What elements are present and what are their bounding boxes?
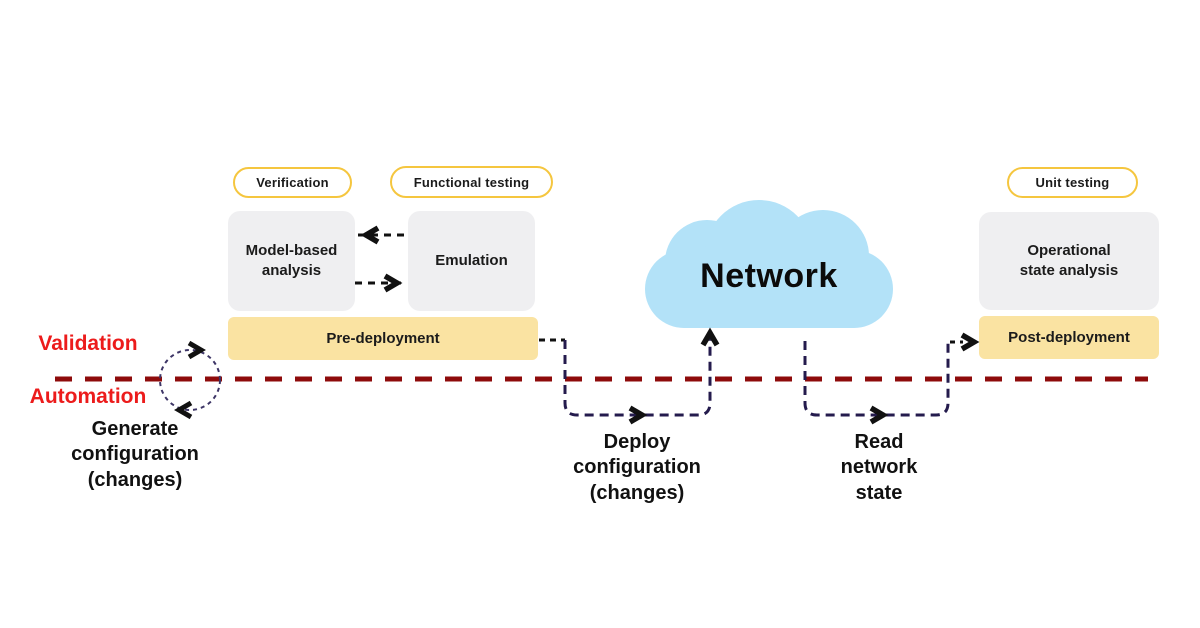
cycle-icon (159, 340, 221, 420)
post-deployment-bar: Post-deployment (979, 316, 1159, 359)
read-flow-arrow (803, 332, 980, 425)
deploy-configuration-label: Deploy configuration (changes) (573, 431, 701, 504)
unit-testing-badge: Unit testing (1007, 167, 1138, 198)
pre-deployment-bar: Pre-deployment (228, 317, 538, 360)
network-cloud: Network (645, 200, 893, 328)
emulation-to-model-arrow (358, 225, 408, 245)
read-network-state-label: Read network state (840, 431, 918, 504)
generate-configuration-label: Generate configuration (changes) (71, 418, 199, 491)
validation-lane-label: Validation (38, 332, 138, 355)
operational-state-analysis-box: Operational state analysis (979, 212, 1159, 310)
cloud-base (645, 250, 893, 328)
model-to-emulation-arrow (355, 273, 405, 293)
model-based-analysis-box: Model-based analysis (228, 211, 355, 311)
verification-badge: Verification (233, 167, 352, 198)
functional-testing-badge: Functional testing (390, 166, 553, 198)
deploy-flow-arrow (539, 327, 720, 425)
network-label: Network (700, 256, 838, 295)
emulation-box: Emulation (408, 211, 535, 311)
automation-lane-label: Automation (29, 385, 147, 408)
